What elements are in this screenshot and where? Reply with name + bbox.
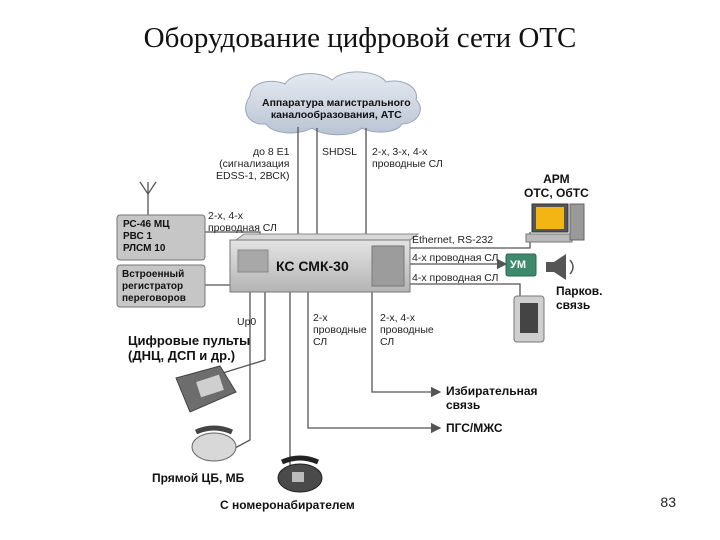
line-dialer [289,290,305,471]
recorder-box [116,264,206,308]
cloud-shape [245,71,421,136]
kc-label: КС СМК-30 [276,258,349,274]
line-recorder [205,268,233,286]
wire24-bottom-link-label: 2-х, 4-х проводные СЛ [380,312,434,348]
wire234-link-label: 2-х, 3-х, 4-х проводные СЛ [372,146,443,170]
kc-smk30-box [229,233,420,293]
pults-label: Цифровые пульты (ДНЦ, ДСП и др.) [128,333,251,363]
direct-label: Прямой ЦБ, МБ [152,471,245,485]
e1-link-label: до 8 Е1 (сигнализация EDSS-1, 2ВСК) [216,146,290,182]
park-intercom-device [513,295,545,343]
page-title: Оборудование цифровой сети ОТС [143,22,577,54]
arm-computer [525,203,585,243]
izbir-label: Избирательная связь [446,384,538,412]
line-direct [234,290,251,449]
park-link-label: 4-х проводная СЛ [412,272,499,284]
line-pgs [307,290,442,434]
line-park [410,283,521,296]
dialer-phone-icon [277,455,323,493]
up0-link-label: Up0 [237,316,257,328]
dialer-label: С номеронабирателем [220,498,355,512]
cloud-label: Аппаратура магистрального каналообразова… [262,97,411,121]
radio-link-label: 2-х, 4-х проводная СЛ [208,210,277,234]
radio-device [116,181,206,261]
recorder-label: Встроенный регистратор переговоров [122,269,186,304]
page-number: 83 [660,494,676,510]
radio-label: РС-46 МЦ РВС 1 РЛСМ 10 [123,219,170,254]
ethernet-link-label: Ethernet, RS-232 [412,234,494,246]
wire2-link-label: 2-х проводные СЛ [313,312,367,348]
pgs-label: ПГС/МЖС [446,421,503,435]
direct-phone-icon [191,425,237,462]
um-link-label: 4-х проводная СЛ [412,252,499,264]
um-box [505,253,537,277]
arm-label: АРМ ОТС, ОбТС [524,172,589,200]
console-phone-icon [175,365,237,413]
line-izbir [371,290,442,398]
loudspeaker-icon [546,254,574,280]
park-label: Парков. связь [556,284,603,312]
um-label: УМ [510,259,527,271]
shdsl-link-label: SHDSL [322,146,358,158]
